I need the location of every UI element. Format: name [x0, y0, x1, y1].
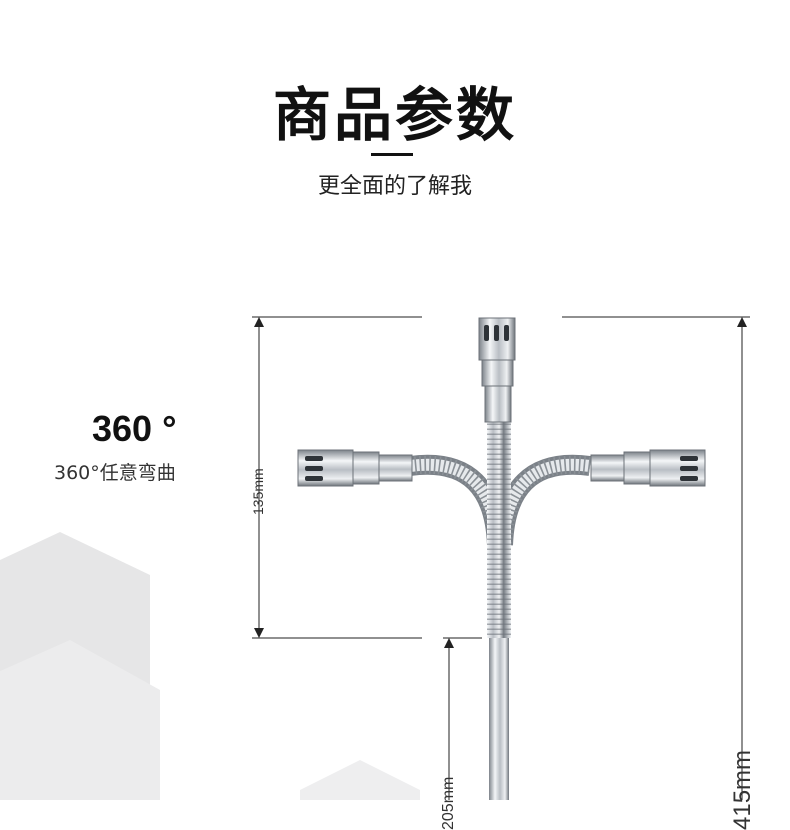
dimension-arrows [254, 317, 747, 648]
dimension-label-lower: 205mm [440, 776, 457, 830]
left-connector [297, 449, 413, 487]
center-pole [487, 420, 511, 800]
right-connector [590, 449, 706, 487]
background-hexagons [0, 532, 420, 800]
dimension-lines [252, 316, 750, 800]
hexagon-shape [300, 760, 420, 800]
rotation-value: 360 ° [92, 408, 177, 449]
dimension-label-arm: 135mm [250, 468, 266, 515]
rotation-label: 360°任意弯曲 [54, 462, 176, 484]
dimension-label-total: 415mm [729, 749, 756, 830]
page-subtitle: 更全面的了解我 [317, 174, 472, 199]
product-illustration [0, 316, 750, 800]
hexagon-shape [0, 640, 160, 800]
page-title: 商品参数 [272, 81, 517, 149]
top-connector [478, 317, 516, 423]
title-underline [371, 153, 413, 156]
